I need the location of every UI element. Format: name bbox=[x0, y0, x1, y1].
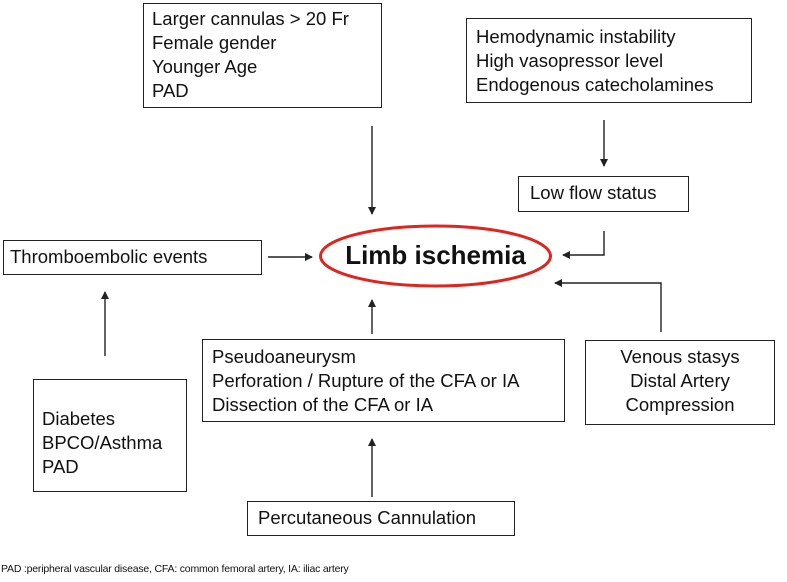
vascular-injury-box: Pseudoaneurysm Perforation / Rupture of … bbox=[202, 339, 565, 422]
low-flow-box: Low flow status bbox=[518, 176, 689, 212]
venous-line-2: Distal Artery bbox=[630, 370, 730, 391]
venous-line-1: Venous stasys bbox=[620, 346, 740, 367]
ischemia-ellipse-outline bbox=[319, 224, 552, 288]
venous-box: Venous stasys Distal Artery Compression bbox=[585, 340, 775, 425]
arrow-lowflow-to-ischemia bbox=[562, 231, 605, 259]
vascular-injury-line-3: Dissection of the CFA or IA bbox=[212, 394, 434, 415]
venous-line-3: Compression bbox=[625, 394, 735, 415]
thromboembolic-label: Thromboembolic events bbox=[10, 246, 208, 267]
comorbidity-diabetes: Diabetes bbox=[42, 408, 116, 429]
hemodynamic-line-2: High vasopressor level bbox=[476, 50, 664, 71]
risk-factor-cannula: Larger cannulas > 20 Fr bbox=[152, 8, 349, 29]
hemodynamic-line-3: Endogenous catecholamines bbox=[476, 74, 714, 95]
central-label: Limb ischemia bbox=[345, 240, 526, 270]
comorbidity-pad: PAD bbox=[42, 456, 79, 477]
hemodynamic-box: Hemodynamic instability High vasopressor… bbox=[466, 18, 752, 103]
risk-factor-age: Younger Age bbox=[152, 56, 258, 77]
comorbidity-bpco: BPCO/Asthma bbox=[42, 432, 163, 453]
hemodynamic-line-1: Hemodynamic instability bbox=[476, 26, 676, 47]
risk-factor-gender: Female gender bbox=[152, 32, 277, 53]
vascular-injury-line-1: Pseudoaneurysm bbox=[212, 346, 356, 367]
low-flow-label: Low flow status bbox=[530, 182, 657, 203]
risk-factor-pad: PAD bbox=[152, 80, 189, 101]
risk-factors-box: Larger cannulas > 20 Fr Female gender Yo… bbox=[143, 3, 382, 108]
footnote: PAD :peripheral vascular disease, CFA: c… bbox=[1, 563, 349, 575]
central-ellipse bbox=[319, 224, 552, 288]
thromboembolic-box: Thromboembolic events bbox=[3, 240, 262, 275]
percutaneous-label: Percutaneous Cannulation bbox=[258, 507, 477, 528]
percutaneous-box: Percutaneous Cannulation bbox=[247, 501, 515, 536]
vascular-injury-line-2: Perforation / Rupture of the CFA or IA bbox=[212, 370, 520, 391]
arrow-venous-to-ischemia bbox=[554, 279, 662, 332]
comorbidities-box: Diabetes BPCO/Asthma PAD bbox=[33, 379, 187, 492]
